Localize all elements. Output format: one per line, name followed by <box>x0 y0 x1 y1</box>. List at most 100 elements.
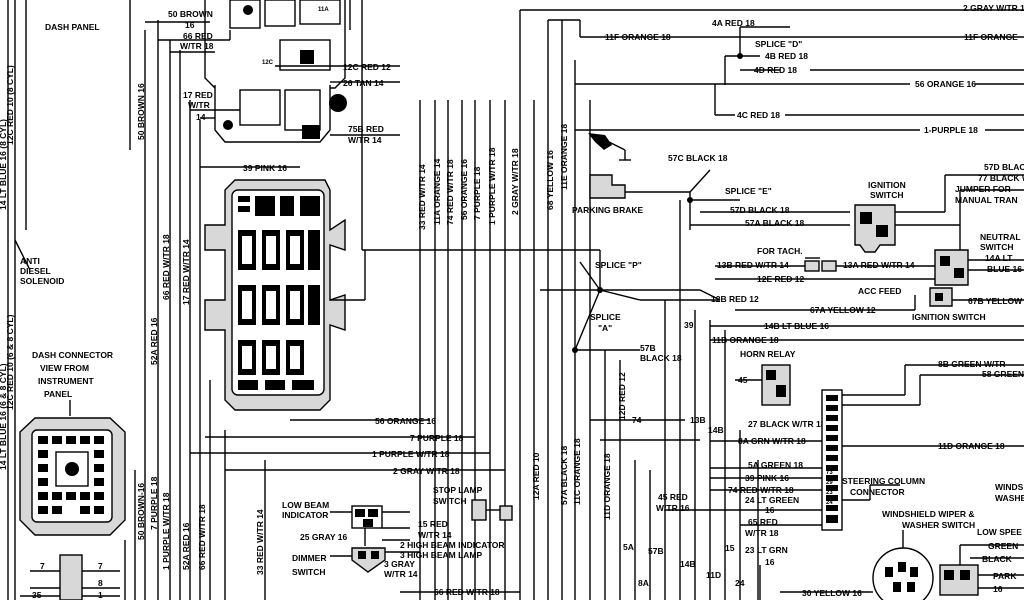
red-13b-label: 13B RED W/TR 14 <box>717 260 789 270</box>
red-66-label: 66 RED <box>183 31 213 41</box>
wtr-15-label: W/TR 14 <box>418 530 452 540</box>
blue-14b-label: 14B LT BLUE 16 <box>764 321 829 331</box>
wtr-18a-label: W/TR 18 <box>180 41 214 51</box>
top-right-wires <box>520 9 1024 131</box>
v-red-66b-label: 66 RED W/TR 18 <box>197 504 207 570</box>
left-edge-wires <box>7 0 31 600</box>
yellow-30-label: 30 YELLOW 16 <box>802 588 862 598</box>
horn-relay <box>735 364 791 406</box>
v-gray-2-label: 2 GRAY W/TR 18 <box>510 148 520 215</box>
ignition-switch-bottom-label: IGNITION SWITCH <box>912 312 986 322</box>
dash-connector <box>19 417 126 536</box>
black-27-label: 27 BLACK W/TR 18 <box>748 419 826 429</box>
splice-p-node <box>597 287 603 293</box>
pin-24-label: 24 <box>826 500 833 506</box>
splice-e-label: SPLICE "E" <box>725 186 772 196</box>
gray-2-top-label: 2 GRAY W/TR 18 <box>963 3 1024 13</box>
n39-label: 39 <box>684 320 694 330</box>
acc-feed-label: ACC FEED <box>858 286 901 296</box>
pin-29-label: 29 <box>826 480 833 486</box>
dimmer-label: DIMMER <box>292 553 326 563</box>
wiper-washer-switch <box>870 530 1024 600</box>
n14b-bottom-label: 14B <box>680 559 696 569</box>
black-57d-right-label: 57D BLAC <box>984 162 1024 172</box>
red-14a-label: 14A LT <box>985 253 1013 263</box>
gray-3-label: 3 GRAY <box>384 559 415 569</box>
anti-diesel-label-2: DIESEL <box>20 266 51 276</box>
n74-label: 74 <box>632 415 642 425</box>
svg-text:66: 66 <box>305 58 312 64</box>
stop-lamp-switch-label: SWITCH <box>433 496 467 506</box>
pin-23-label: 23 <box>826 490 833 496</box>
brown-50-label: 50 BROWN <box>168 9 213 19</box>
left-wire-label-1: 14 LT BLUE 16 (8 CYL) <box>0 119 8 210</box>
left-center-bundle <box>124 0 266 600</box>
green-8b-label: 8B GREEN W/TR <box>938 359 1006 369</box>
h-orange-56-label: 56 ORANGE 16 <box>375 416 436 426</box>
v-purple-7b-label: 7 PURPLE 18 <box>149 476 159 530</box>
n45-label: 45 <box>738 375 748 385</box>
stop-lamp-label: STOP LAMP <box>433 485 483 495</box>
v-red-17-label: 17 RED W/TR 14 <box>181 239 191 305</box>
black-r-label: BLACK <box>982 554 1013 564</box>
red-15-label: 15 RED <box>418 519 448 529</box>
for-tach-label: FOR TACH. <box>757 246 803 256</box>
v-red-33b-label: 33 RED W/TR 14 <box>255 509 265 575</box>
pin-35-label: 35 <box>32 590 42 600</box>
v-red-33-label: 33 RED W/TR 14 <box>417 164 427 230</box>
n16b-label: 16 <box>765 557 775 567</box>
anti-diesel-label-1: ANTI <box>20 256 40 266</box>
winds-label: WINDS <box>995 482 1024 492</box>
v-orange-11e-label: 11E ORANGE 18 <box>559 124 569 190</box>
svg-text:11A: 11A <box>318 7 329 13</box>
high-beam-lamp-label: 3 HIGH BEAM LAMP <box>400 550 483 560</box>
manual-trans-label: MANUAL TRAN <box>955 195 1018 205</box>
red-66-bottom-label: 66 RED W/TR 18 <box>434 587 500 597</box>
lt-green-24-label: 24 LT GREEN <box>745 495 799 505</box>
splice-d-label: SPLICE "D" <box>755 39 802 49</box>
fuse-block <box>204 179 346 411</box>
splice-e-node <box>687 197 693 203</box>
red-12e-label: 12E RED 12 <box>757 274 805 284</box>
n8a-label: 8A <box>638 578 649 588</box>
v-red-52a-b-label: 52A RED 16 <box>181 522 191 570</box>
parking-brake-label: PARKING BRAKE <box>572 205 643 215</box>
left-wire-label-4: 12C RED 10 (6 & 8 CYL) <box>5 314 15 410</box>
purple-1-right-label: 1-PURPLE 18 <box>924 125 978 135</box>
splice-d-node <box>737 53 743 59</box>
red-4c-label: 4C RED 18 <box>737 110 780 120</box>
v-orange-11a-label: 11A ORANGE 14 <box>432 158 442 225</box>
red-12c-label: 12C RED 12 <box>343 62 391 72</box>
v-purple-1-label: 1 PURPLE W/TR 18 <box>487 147 497 225</box>
red-4b-label: 4B RED 18 <box>765 51 808 61</box>
black-57a-label: 57A BLACK 18 <box>745 218 804 228</box>
mid-vertical-bundle <box>361 0 759 600</box>
dimmer-switch-area <box>330 499 513 573</box>
v-orange-11c-label: 11C ORANGE 18 <box>572 438 582 505</box>
pin-15-label: 15 <box>365 521 372 527</box>
red-4d-label: 4D RED 18 <box>754 65 797 75</box>
tan-26-label: 26 TAN 14 <box>343 78 384 88</box>
pin-1-label: 1 <box>98 590 103 600</box>
orange-11f-right-label: 11F ORANGE <box>964 32 1018 42</box>
orange-56-right-label: 56 ORANGE 16 <box>915 79 976 89</box>
mid-horizontal-wires <box>190 249 700 593</box>
park-label: PARK <box>993 571 1017 581</box>
blue-16-label: BLUE 16 <box>987 264 1022 274</box>
green-58-label: 58 GREEN <box>982 369 1024 379</box>
gray-25-label: 25 GRAY 16 <box>300 532 348 542</box>
splice-a-node <box>572 347 578 353</box>
green-8a-label: 8A GRN W/TR 18 <box>738 436 806 446</box>
n11d-label: 11D <box>706 570 721 580</box>
n5a-label: 5A <box>623 542 634 552</box>
neutral-switch-label: SWITCH <box>980 242 1014 252</box>
v-black-57a-label: 57A BLACK 18 <box>559 446 569 505</box>
wiper-label: WINDSHIELD WIPER & <box>882 509 975 519</box>
dash-connector-label-3: INSTRUMENT <box>38 376 95 386</box>
jumper-for-label: JUMPER FOR <box>955 184 1011 194</box>
black-57c-label: 57C BLACK 18 <box>668 153 728 163</box>
pin-65-label: 65 <box>826 518 833 524</box>
red-75b-label: 75B RED <box>348 124 384 134</box>
pin-8-label: 8 <box>98 578 103 588</box>
